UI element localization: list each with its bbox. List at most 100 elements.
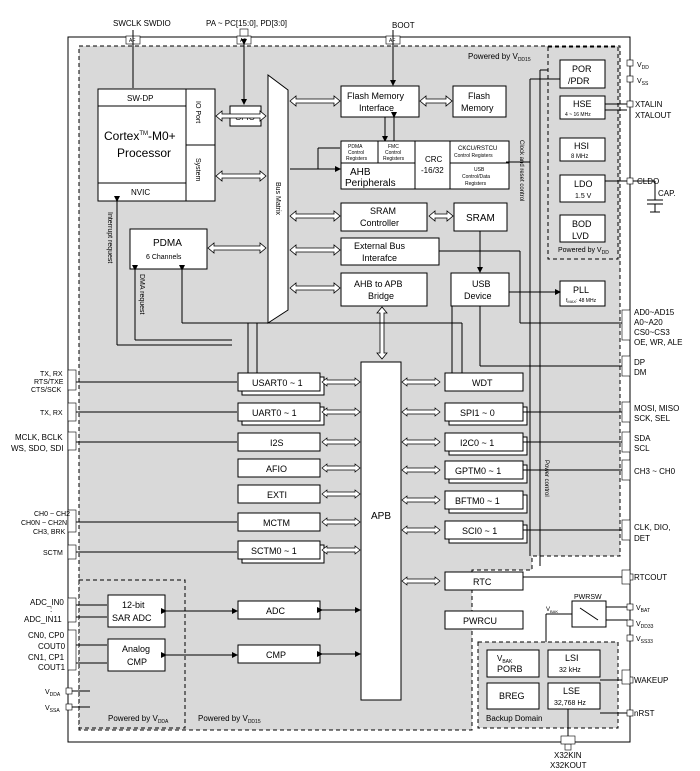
i2c-block: I2C0 ~ 1 [460,438,494,448]
pin-cs: CS0~CS3 [634,328,670,337]
fmc-reg: FMC [388,144,399,150]
bod-block-2: LVD [572,231,589,241]
bus-arrows [207,95,454,360]
breg-block: BREG [499,691,525,701]
system-label: System [194,158,201,182]
pin-mosi: MOSI, MISO [634,404,679,413]
pin-sda: SDA [634,434,651,443]
domain-label-vdd15-bottom: Powered by VDD15 [198,714,261,725]
i2s-block: I2S [270,438,284,448]
pin-det: DET [634,534,650,543]
ahb-apb-bridge-2: Bridge [368,291,394,301]
pin-usart-cts: CTS/SCK [31,387,62,394]
interrupt-request-label: Interrupt request [106,212,113,263]
pin-cmp-cout1: COUT1 [38,663,66,672]
analog-cmp-block-2: CMP [127,657,147,667]
bus-matrix-label: Bus Matrix [274,182,281,216]
pin-mctm-ch: CH0 ~ CH2 [34,511,70,518]
mctm-block: MCTM [263,518,290,528]
exti-block: EXTI [267,490,287,500]
domain-label-backup: Backup Domain [486,714,542,723]
apb-bus-label: APB [371,511,391,522]
pin-vbat: VBAT [636,605,650,614]
pin-sck: SCK, SEL [634,414,671,423]
flash-memory-block: Flash [468,91,490,101]
uart-block: UART0 ~ 1 [252,408,297,418]
pin-x32kin: X32KIN [554,751,582,760]
pdma-block-2: 6 Channels [146,254,182,261]
hsi-block-2: 8 MHz [571,154,588,160]
hse-block: HSE [573,99,592,109]
usb-reg: USB [474,167,485,173]
ldo-block-2: 1.5 V [575,193,592,200]
rtc-block: RTC [473,577,492,587]
af-label: AF [389,38,395,44]
pin-vss: VSS [637,78,649,87]
sram-controller-block: SRAM [370,206,396,216]
bod-block: BOD [572,219,592,229]
af-label: AF [240,38,246,44]
por-block: POR [572,64,592,74]
pin-i2s-mclk: MCLK, BCLK [15,433,63,442]
cap-label: CAP. [658,189,676,198]
pin-i2s-ws: WS, SDO, SDI [11,444,63,453]
pin-ch: CH3 ~ CH0 [634,467,676,476]
lsi-block-2: 32 kHz [559,667,581,674]
lse-block-2: 32,768 Hz [554,700,586,707]
por-block-2: /PDR [568,76,590,86]
gptm-block: GPTM0 ~ 1 [455,466,501,476]
ahb-label-2: Peripherals [345,178,396,189]
sctm-block: SCTM0 ~ 1 [251,546,297,556]
wdt-block: WDT [472,378,493,388]
pin-adc-in11: ADC_IN11 [24,615,62,624]
pin-dp: DP [634,358,645,367]
left-peripherals: USART0 ~ 1 UART0 ~ 1 I2S AFIO EXTI MCTM … [237,372,325,664]
sar-adc-block-2: SAR ADC [112,613,152,623]
ahb-label: AHB [350,167,371,178]
nvic-label: NVIC [131,188,150,197]
pin-pa-pd: PA ~ PC[15:0], PD[3:0] [206,19,287,28]
spi-block: SPI1 ~ 0 [460,408,495,418]
bftm-block: BFTM0 ~ 1 [455,496,500,506]
cortex-m0-processor: SW-DP CortexTM-M0+ Processor NVIC IO Por… [97,88,216,202]
dma-request-label: DMA request [138,274,145,315]
pwrcu-block: PWRCU [463,616,497,626]
ckcu-reg: CKCU/RSTCU [458,146,497,152]
flash-interface-block: Flash Memory [347,91,405,101]
afio-block: AFIO [266,464,287,474]
pdma-reg-3: Registers [346,156,368,162]
left-signal-lines [72,381,237,708]
pwrsw-vbak: VBAK [546,607,558,614]
left-af-boxes [65,369,77,711]
sci-block: SCI0 ~ 1 [462,526,497,536]
right-af-boxes [560,309,631,745]
fmc-reg-3: Registers [383,156,405,162]
sram-block: SRAM [466,213,495,224]
pin-sci-clk: CLK, DIO, [634,523,670,532]
sw-dp-label: SW-DP [127,94,154,103]
pin-vssa: VSSA [45,705,60,714]
lsi-block: LSI [565,653,579,663]
pin-usart-rts: RTS/TXE [34,379,64,386]
pll-block: PLL [573,285,589,295]
sar-adc-block: 12-bit [122,600,145,610]
ahb-apb-bridge: AHB to APB [354,279,403,289]
apb-arrows [321,377,441,586]
fmc-reg-2: Control [385,150,401,156]
pll-block-2: fMAX: 48 MHz [566,298,597,304]
io-port-label: IO Port [194,101,201,123]
cortex-label: CortexTM-M0+ [104,129,176,143]
pin-rtcout: RTCOUT [634,573,667,582]
pin-nrst: nRST [634,709,655,718]
ebi-block-2: Interafce [362,253,397,263]
pwrsw-label: PWRSW [574,594,602,601]
usb-device-block-2: Device [464,291,492,301]
vbak-porb-block-2: PORB [497,664,523,674]
pin-vdd33: VDD33 [636,621,654,630]
pin-ad: AD0~AD15 [634,308,675,317]
pin-xtalin: XTALIN [635,100,663,109]
domain-label-vdda: Powered by VDDA [108,714,169,725]
ebi-block: External Bus [354,241,406,251]
pin-sctm: SCTM [43,550,63,557]
left-pin-labels: TX, RX RTS/TXE CTS/SCK TX, RX MCLK, BCLK… [11,371,70,714]
